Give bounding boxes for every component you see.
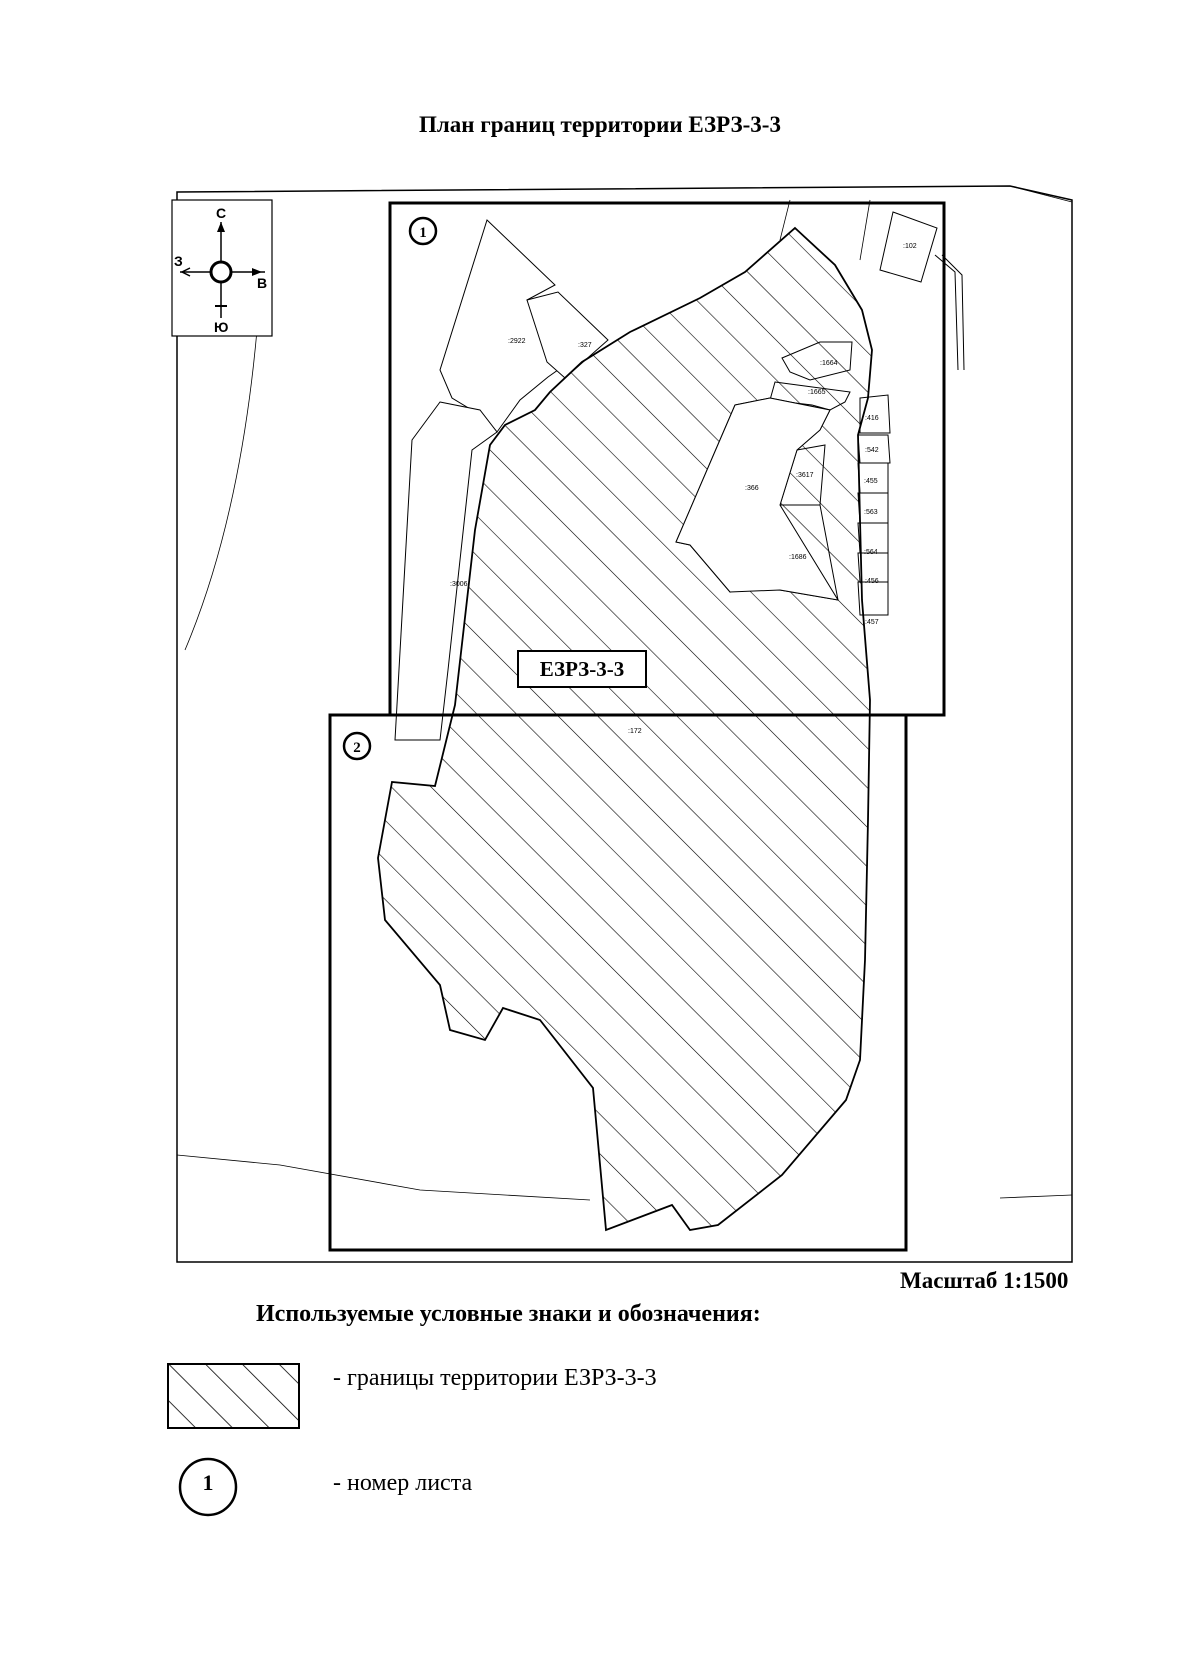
parcel-label: :3006 <box>450 581 468 588</box>
sheet-number-1: 1 <box>419 225 427 241</box>
compass-south-label: Ю <box>214 319 228 335</box>
map-frame <box>176 185 1073 1263</box>
page-title: План границ территории ЕЗРЗ-3-3 <box>419 112 781 137</box>
parcel-label: :563 <box>864 509 878 516</box>
legend-item-sheet-text: - номер листа <box>333 1470 473 1496</box>
compass-east-label: В <box>257 275 267 291</box>
compass-west-label: З <box>174 253 183 269</box>
sheet-frame-2 <box>328 713 908 1252</box>
sheet-number-circle-2 <box>342 731 372 761</box>
legend-title: Используемые условные знаки и обозначени… <box>256 1301 761 1327</box>
parcel-label: :455 <box>864 478 878 485</box>
compass-rose <box>171 199 273 337</box>
parcel-label: :366 <box>745 485 759 492</box>
zone-label-box <box>517 650 647 688</box>
compass-north-label: С <box>216 205 226 221</box>
legend-sheet-number: 1 <box>202 1470 214 1495</box>
parcel-label: :1686 <box>789 554 807 561</box>
parcel-label: :416 <box>865 415 879 422</box>
parcel-label: :1664 <box>820 360 838 367</box>
sheet-number-circle-1 <box>408 216 438 246</box>
parcel-label: :172 <box>628 728 642 735</box>
scale-label: Масштаб 1:1500 <box>900 1268 1069 1293</box>
parcel-label: :327 <box>578 342 592 349</box>
zone-label: ЕЗРЗ-3-3 <box>540 657 625 681</box>
parcel-label: :1665 <box>808 389 826 396</box>
legend-hatch-swatch <box>167 1363 300 1429</box>
parcel-label: :3617 <box>796 472 814 479</box>
parcel-label: :542 <box>865 447 879 454</box>
legend-sheet-circle <box>178 1457 238 1517</box>
inner-parcel <box>675 397 840 601</box>
parcel-label: :564 <box>864 549 878 556</box>
parcel-label: :2922 <box>508 338 526 345</box>
parcel-label: :457 <box>865 619 879 626</box>
sheet-number-2: 2 <box>353 740 361 756</box>
legend-item-territory-text: - границы территории ЕЗРЗ-3-3 <box>333 1365 657 1391</box>
parcel-label: :102 <box>903 243 917 250</box>
parcel-label: :456 <box>865 578 879 585</box>
background-lines <box>176 185 1073 1201</box>
road-line <box>934 254 965 371</box>
